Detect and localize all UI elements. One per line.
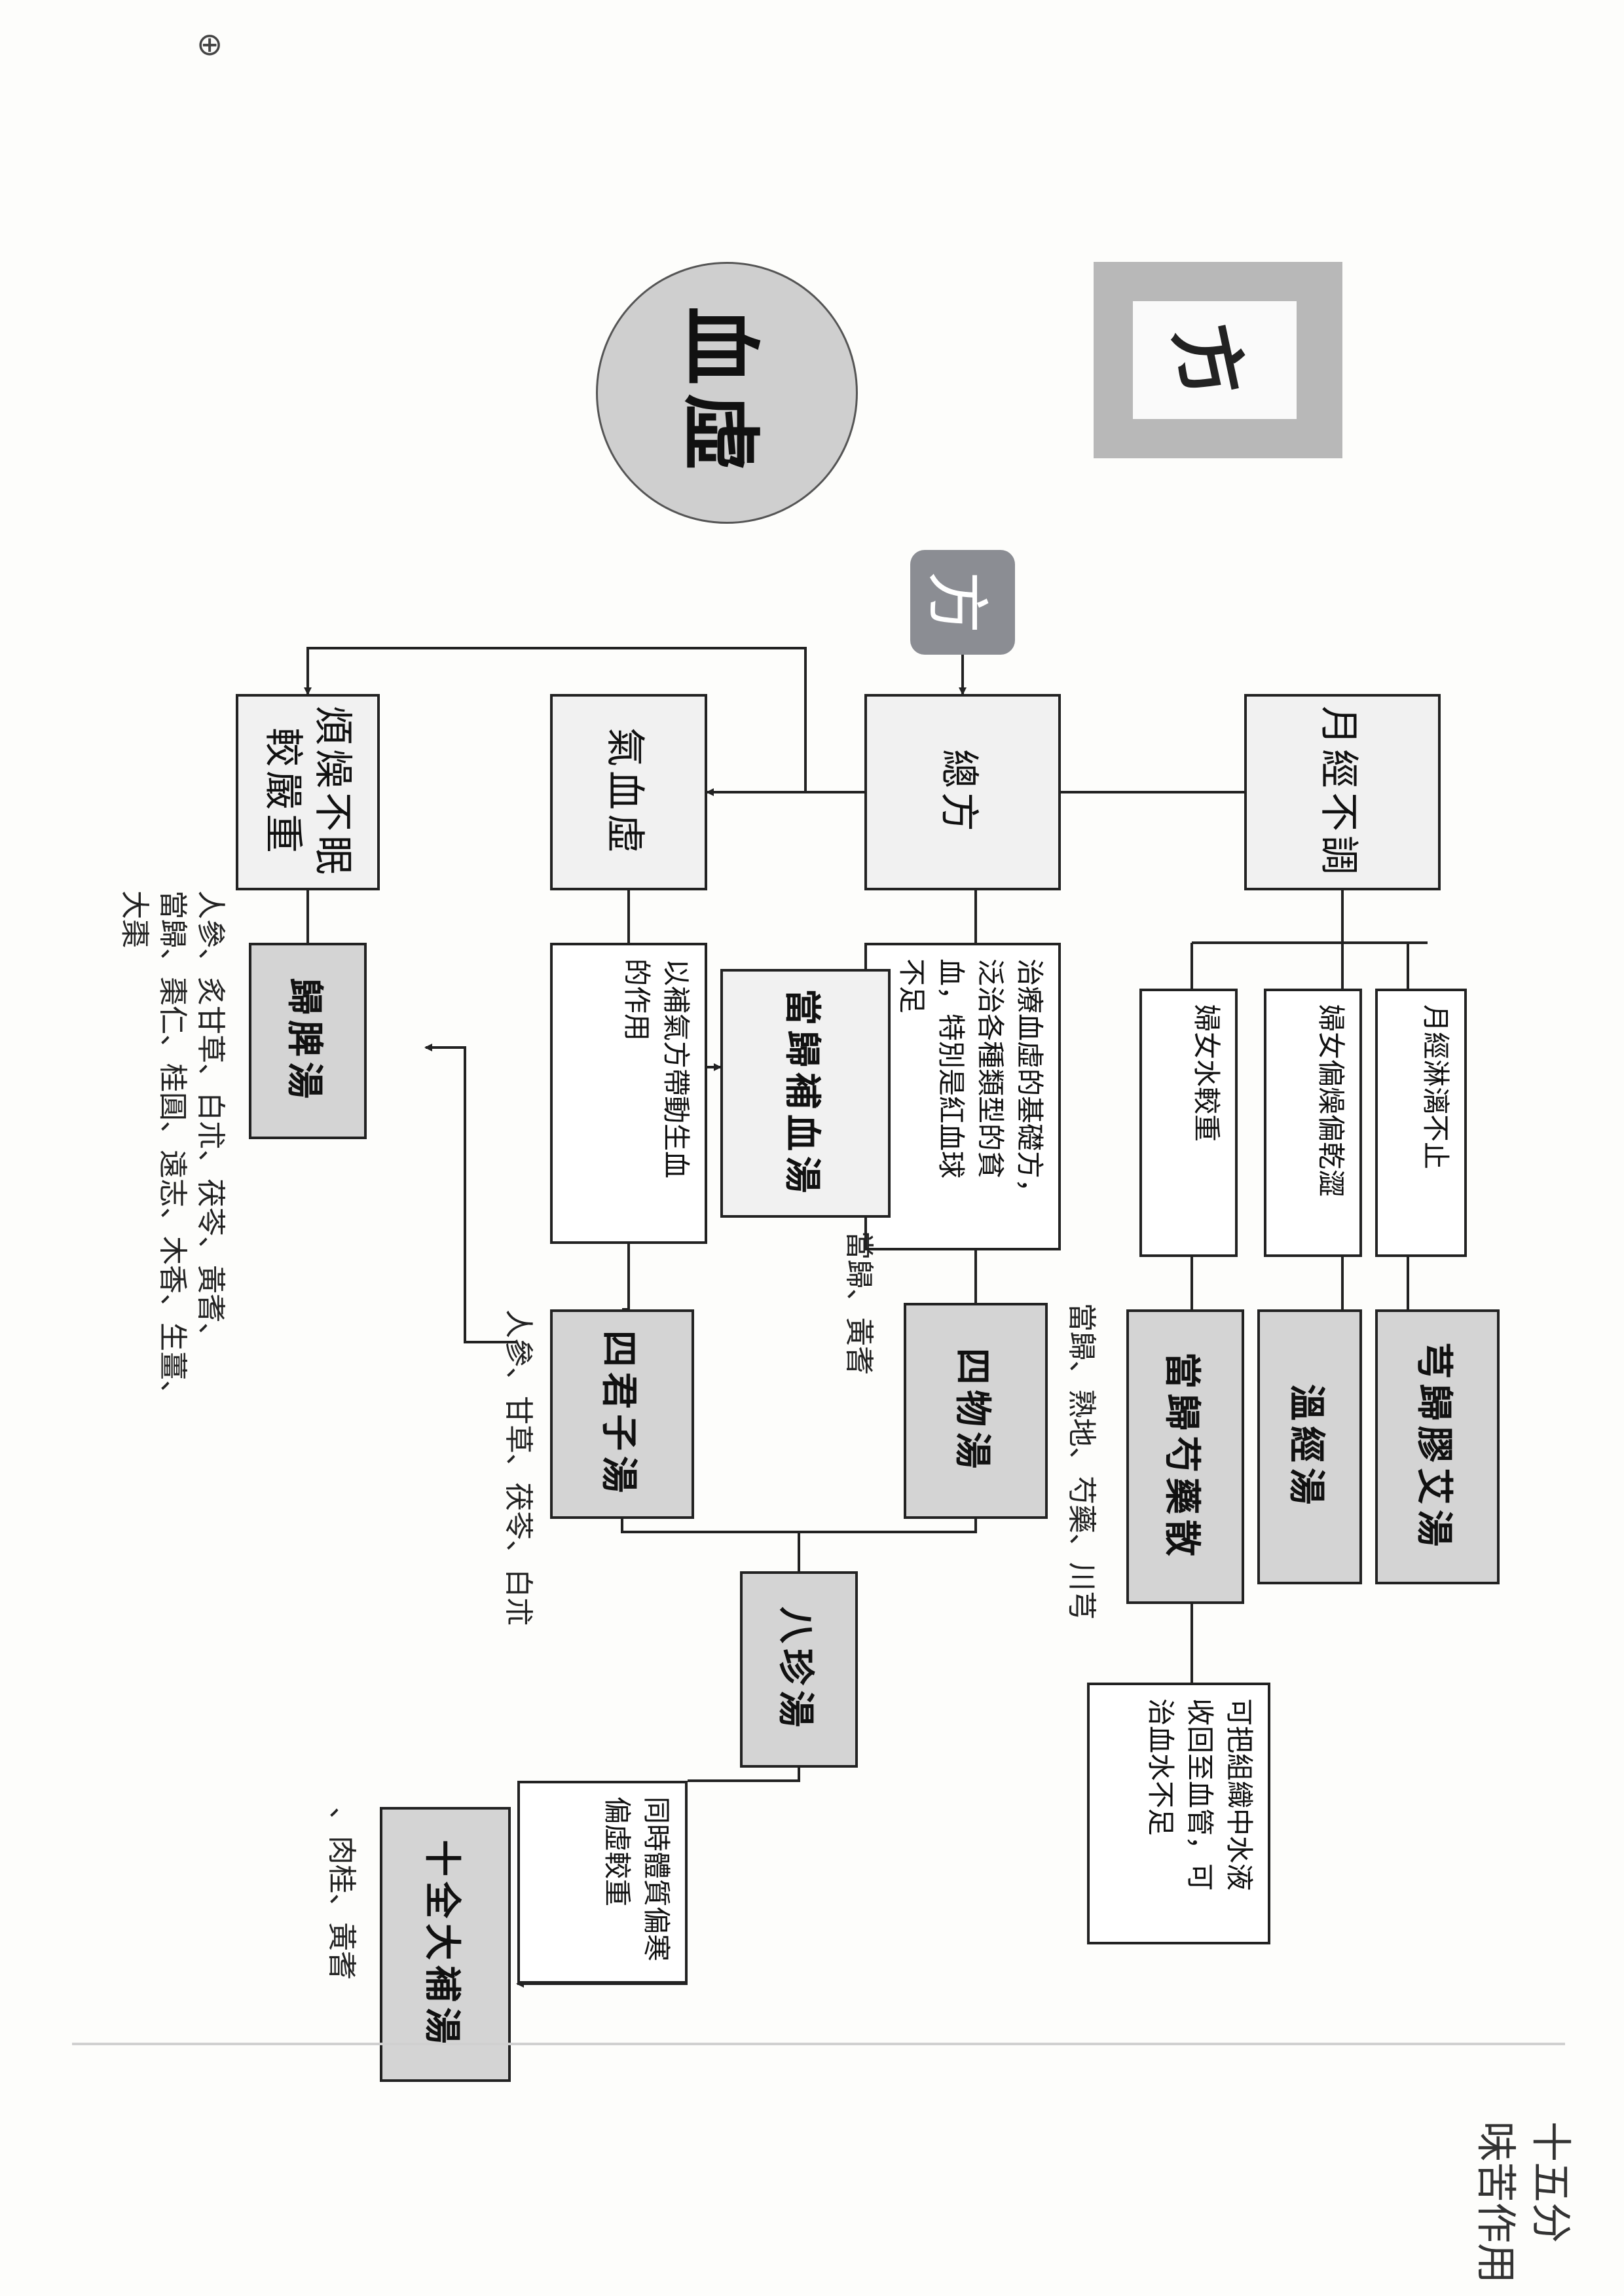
node-zongfang-label: 總方 bbox=[936, 749, 982, 835]
logo: 方 bbox=[1094, 262, 1342, 458]
node-fanzao: 煩燥不眠 較嚴重 bbox=[236, 694, 380, 890]
node-shiquan-label: 十全大補湯 bbox=[420, 1840, 464, 2049]
node-wenjing-label: 溫經湯 bbox=[1285, 1384, 1329, 1510]
node-yuejing: 月經不調 bbox=[1244, 694, 1441, 890]
node-siwu-label: 四物湯 bbox=[951, 1348, 995, 1474]
node-wenjing: 溫經湯 bbox=[1257, 1309, 1362, 1584]
node-danggui-shaoyao-desc: 可把組織中水液 收回至血管，可 治血水不足 bbox=[1087, 1683, 1270, 1944]
logo-mark-icon: 方 bbox=[1160, 317, 1258, 406]
node-zongfang-desc-text: 治療血虛的基礎方， 泛治各種類型的貧 血，特別是紅血球 不足 bbox=[896, 958, 1046, 1207]
fang-label: 方 bbox=[920, 571, 994, 634]
node-siwu: 四物湯 bbox=[904, 1303, 1048, 1519]
danggui-bu-ingredients: 當歸、黃耆 bbox=[842, 1231, 876, 1375]
node-zongfang: 總方 bbox=[864, 694, 1061, 890]
node-danggui-shaoyao: 當歸芍藥散 bbox=[1126, 1309, 1244, 1604]
node-danggui-shaoyao-desc-text: 可把組織中水液 收回至血管，可 治血水不足 bbox=[1145, 1698, 1255, 1891]
footer-rule bbox=[72, 2043, 1565, 2045]
node-sijunzi-label: 四君子湯 bbox=[597, 1330, 641, 1498]
node-guipi: 歸脾湯 bbox=[249, 943, 367, 1139]
fang-badge: 方 bbox=[910, 550, 1015, 655]
node-yuejing-b-text: 婦女偏燥偏乾澀 bbox=[1315, 1004, 1347, 1197]
node-guipi-label: 歸脾湯 bbox=[283, 978, 327, 1104]
node-yuejing-a-text: 月經淋漓不止 bbox=[1420, 1004, 1452, 1170]
node-yuejing-label: 月經不調 bbox=[1316, 706, 1362, 879]
footer-note-line-2: 味苦作用 bbox=[1472, 2121, 1520, 2284]
siwu-ingredients: 當歸、熟地、芍藥、川芎 bbox=[1065, 1303, 1098, 1620]
node-danggui-bu-label: 當歸補血湯 bbox=[781, 989, 824, 1198]
footer-note: 十五分 味苦作用 bbox=[1468, 2121, 1578, 2284]
node-bazhen-desc-text: 同時體質偏寒 偏虛較重 bbox=[601, 1796, 673, 1962]
footer-note-line-1: 十五分 bbox=[1527, 2121, 1575, 2244]
node-yuejing-c-text: 婦女水較重 bbox=[1190, 1004, 1223, 1142]
guipi-ingredients: 人參、炙甘草、白朮、茯苓、黃耆、 當歸、棗仁、桂圓、遠志、木香、生薑、 大棗 bbox=[118, 890, 227, 1409]
node-xiongui-label: 芎歸膠艾湯 bbox=[1412, 1342, 1456, 1552]
node-yuejing-a: 月經淋漓不止 bbox=[1375, 989, 1467, 1257]
sijunzi-ingredients: 人參、甘草、茯苓、白朮 bbox=[502, 1309, 535, 1626]
node-bazhen: 八珍湯 bbox=[740, 1571, 858, 1768]
title-circle: 血虛 bbox=[596, 262, 858, 524]
node-danggui-bu-desc-text: 以補氣方帶動生血 的作用 bbox=[621, 958, 692, 1179]
node-fanzao-label: 煩燥不眠 較嚴重 bbox=[260, 706, 356, 879]
node-qixue-label: 氣血虛 bbox=[602, 727, 648, 857]
node-danggui-shaoyao-label: 當歸芍藥散 bbox=[1160, 1352, 1204, 1561]
node-shiquan: 十全大補湯 bbox=[380, 1807, 511, 2082]
node-zongfang-desc: 治療血虛的基礎方， 泛治各種類型的貧 血，特別是紅血球 不足 bbox=[864, 943, 1061, 1250]
node-yuejing-b: 婦女偏燥偏乾澀 bbox=[1264, 989, 1362, 1257]
node-sijunzi: 四君子湯 bbox=[550, 1309, 694, 1519]
page-title: 血虛 bbox=[674, 306, 766, 479]
node-danggui-bu: 當歸補血湯 bbox=[720, 969, 891, 1218]
node-bazhen-desc: 同時體質偏寒 偏虛較重 bbox=[517, 1781, 688, 1984]
node-xiongui: 芎歸膠艾湯 bbox=[1375, 1309, 1500, 1584]
node-danggui-bu-desc: 以補氣方帶動生血 的作用 bbox=[550, 943, 707, 1244]
shiquan-ingredients: 、肉桂、黃耆 bbox=[325, 1807, 358, 1980]
node-bazhen-label: 八珍湯 bbox=[774, 1607, 818, 1732]
node-qixue: 氣血虛 bbox=[550, 694, 707, 890]
node-yuejing-c: 婦女水較重 bbox=[1139, 989, 1238, 1257]
page-number: ⊕ bbox=[196, 26, 223, 63]
